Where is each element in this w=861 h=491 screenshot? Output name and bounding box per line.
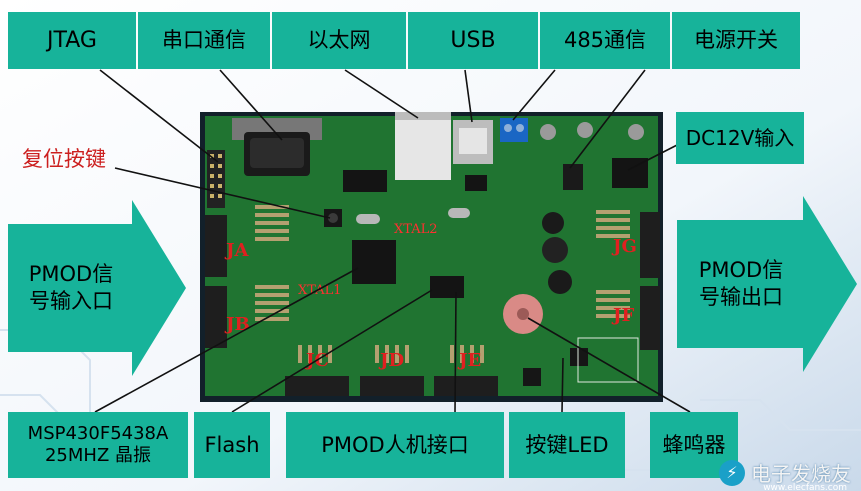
connector-jg-label: JG bbox=[613, 236, 637, 257]
rs485-box: 485通信 bbox=[540, 12, 670, 69]
pmod-input-arrow: PMOD信 号输入口 bbox=[8, 200, 188, 376]
ethernet-box: 以太网 bbox=[272, 12, 406, 69]
pmod-output-label: PMOD信 号输出口 bbox=[698, 257, 784, 309]
buzzer-label: 蜂鸣器 bbox=[662, 432, 726, 457]
connector-ja-label: JA bbox=[226, 240, 249, 261]
pmod-input-label: PMOD信 号输入口 bbox=[28, 261, 114, 313]
key-led-label: 按键LED bbox=[525, 432, 609, 457]
serial-comm-box: 串口通信 bbox=[138, 12, 270, 69]
serial-comm-label: 串口通信 bbox=[162, 28, 246, 53]
watermark-url: www.elecfans.com bbox=[763, 483, 847, 491]
watermark: ⚡ 电子发烧友 bbox=[719, 458, 851, 487]
xtal2-label: XTAL2 bbox=[394, 222, 438, 237]
flash-box: Flash bbox=[194, 412, 270, 478]
power-switch-label: 电源开关 bbox=[694, 28, 778, 53]
key-led-box: 按键LED bbox=[509, 412, 625, 478]
connector-je-label: JE bbox=[459, 350, 482, 371]
jtag-box: JTAG bbox=[8, 12, 136, 69]
mcu-label: MSP430F5438A 25MHZ 晶振 bbox=[27, 422, 169, 467]
dc12v-input-box: DC12V输入 bbox=[676, 112, 804, 164]
mcu-box: MSP430F5438A 25MHZ 晶振 bbox=[8, 412, 188, 478]
pmod-hmi-label: PMOD人机接口 bbox=[321, 432, 469, 457]
ethernet-label: 以太网 bbox=[307, 28, 371, 53]
rs485-label: 485通信 bbox=[563, 28, 647, 53]
jtag-label: JTAG bbox=[47, 27, 97, 53]
usb-box: USB bbox=[408, 12, 538, 69]
dc12v-input-label: DC12V输入 bbox=[685, 125, 795, 150]
pmod-hmi-box: PMOD人机接口 bbox=[286, 412, 504, 478]
plug-icon: ⚡ bbox=[719, 459, 745, 486]
pmod-output-arrow: PMOD信 号输出口 bbox=[677, 196, 859, 372]
flash-label: Flash bbox=[204, 432, 260, 457]
reset-button-label: 复位按键 bbox=[22, 147, 106, 171]
connector-jf-label: JF bbox=[613, 305, 635, 326]
connector-jd-label: JD bbox=[380, 350, 405, 371]
usb-label: USB bbox=[450, 27, 496, 53]
watermark-text: 电子发烧友 bbox=[751, 462, 851, 486]
power-switch-box: 电源开关 bbox=[672, 12, 800, 69]
